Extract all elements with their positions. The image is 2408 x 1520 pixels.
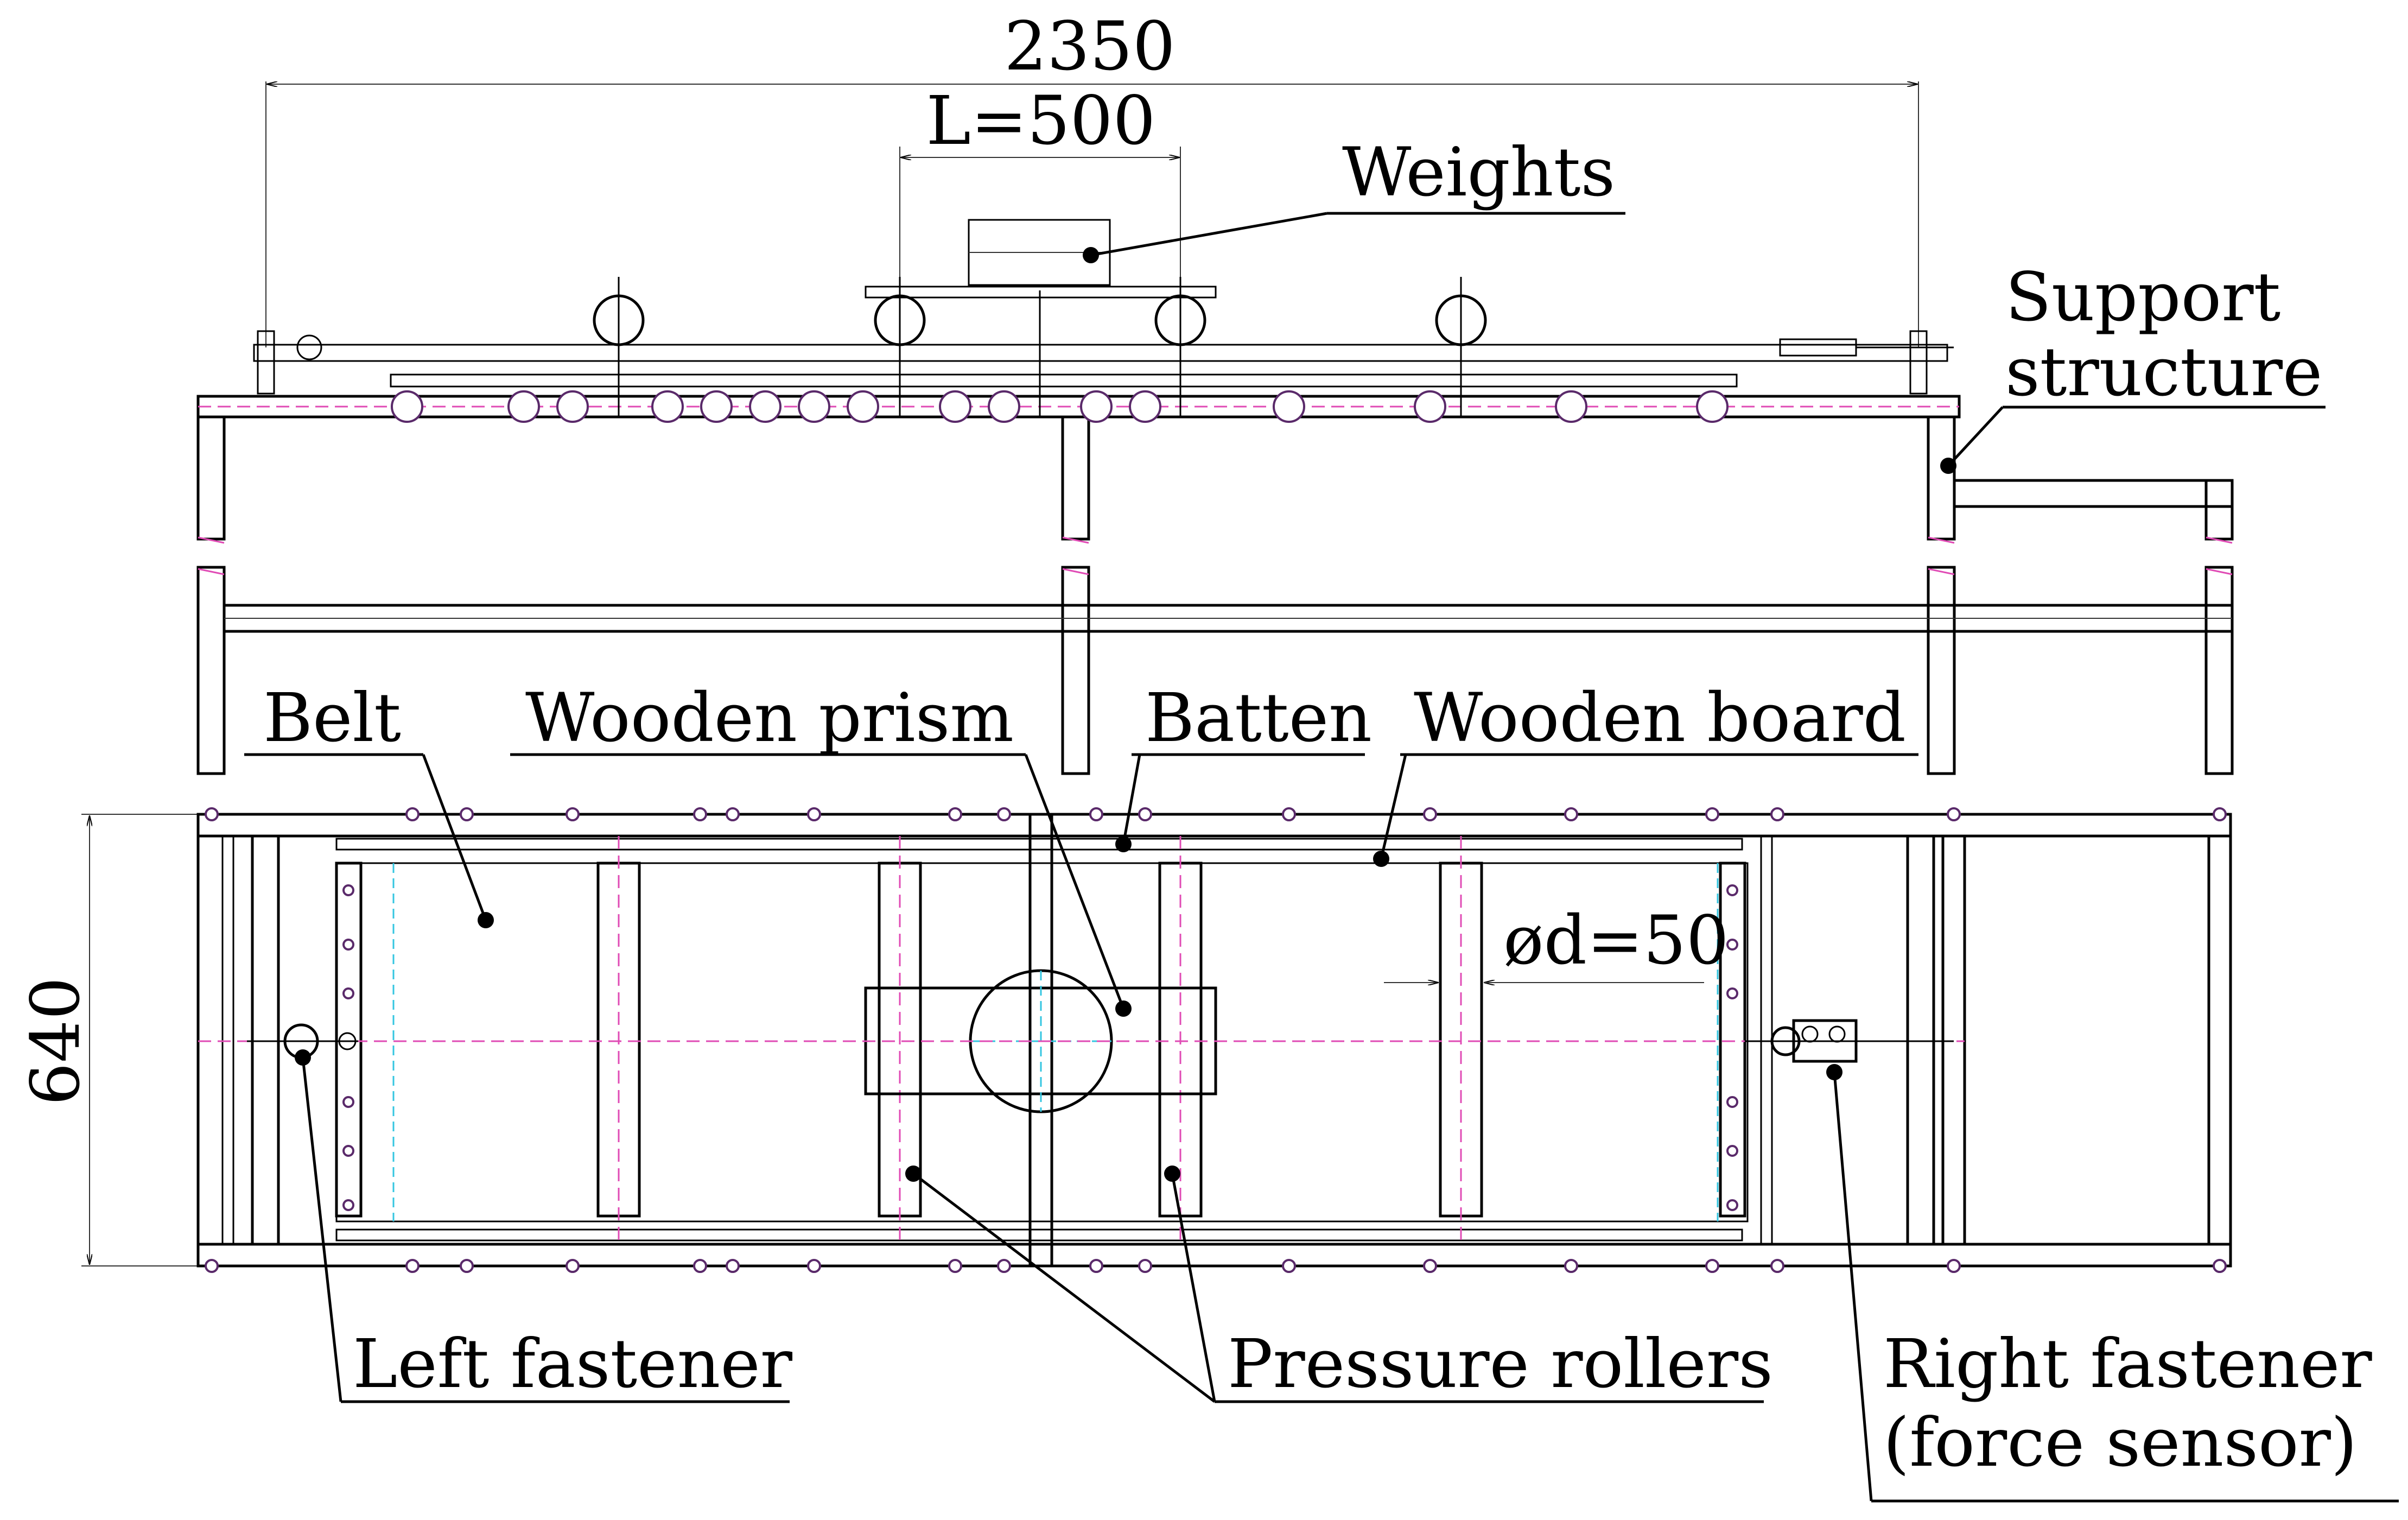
frame-bolt (1564, 1259, 1578, 1273)
side-roller (1080, 390, 1113, 423)
frame-bolt (566, 807, 580, 821)
frame-bolt (460, 807, 474, 821)
belt-bolt (1726, 1199, 1738, 1211)
side-fasteners (257, 330, 1954, 395)
frame-bolt (807, 807, 821, 821)
weights-block (865, 219, 1217, 299)
side-roller (700, 390, 733, 423)
side-roller (1555, 390, 1587, 423)
frame-bolt (1138, 807, 1152, 821)
right-fastener-label-line2: (force sensor) (1883, 1404, 2357, 1482)
side-roller (651, 390, 684, 423)
side-view: 2350 L=500 (196, 8, 2326, 775)
frame-bolt (948, 807, 962, 821)
belt-bolt (342, 1145, 354, 1157)
side-roller (939, 390, 971, 423)
pressure-rollers-plan (596, 836, 1483, 1244)
belt-right-end (1719, 862, 1746, 1218)
frame-bolt (693, 807, 707, 821)
frame-bolt (2213, 1259, 2227, 1273)
support-legs (196, 415, 2234, 775)
belt-bolt (1726, 1145, 1738, 1157)
belt-bolt (342, 1199, 354, 1211)
batten-label: Batten (1145, 679, 1372, 757)
frame-bolt (2213, 807, 2227, 821)
frame-bolt (405, 1259, 420, 1273)
frame-bolt (693, 1259, 707, 1273)
frame-bolt (726, 1259, 740, 1273)
batten-bottom (335, 1228, 1743, 1242)
side-roller (556, 390, 589, 423)
support-structure-label-line2: structure (2005, 333, 2322, 411)
belt-bolt (342, 987, 354, 999)
batten-top (335, 838, 1743, 851)
overall-length-dimension: 2350 (265, 8, 1919, 347)
pressure-rollers-side (593, 277, 1487, 418)
frame-bolt (726, 807, 740, 821)
frame-bolt (1947, 1259, 1961, 1273)
frame-bolt (1089, 807, 1103, 821)
support-structure-label-line1: Support (2005, 258, 2280, 337)
frame-bolt (1770, 1259, 1784, 1273)
frame-bolts (205, 807, 2227, 1273)
side-roller (391, 390, 423, 423)
side-roller (1129, 390, 1161, 423)
belt-bolt (342, 939, 354, 951)
frame-bolt (566, 1259, 580, 1273)
plan-fasteners (247, 1019, 1954, 1063)
side-roller (1414, 390, 1446, 423)
annotations: Belt Wooden prism Batten Wooden board Le… (244, 679, 2399, 1503)
belt-bolt (342, 884, 354, 896)
belt-bolt (1726, 884, 1738, 896)
side-roller (507, 390, 540, 423)
belt-left-end (335, 862, 363, 1218)
plan-view: 640 (17, 807, 2232, 1273)
overall-length-text: 2350 (1004, 8, 1176, 86)
frame-bolt (807, 1259, 821, 1273)
belt-label: Belt (263, 679, 401, 757)
right-fastener-label-line1: Right fastener (1883, 1325, 2372, 1403)
frame-bolt (1423, 807, 1437, 821)
frame-bolt (1705, 1259, 1719, 1273)
frame-bolt (1138, 1259, 1152, 1273)
side-roller (847, 390, 879, 423)
belt-bolt (1726, 987, 1738, 999)
frame-bolt (1770, 807, 1784, 821)
frame-bolt (997, 807, 1011, 821)
frame-bolt (1564, 807, 1578, 821)
load-length-dimension: L=500 (899, 82, 1181, 282)
side-roller (1696, 390, 1729, 423)
wooden-prism-label: Wooden prism (525, 679, 1014, 757)
diameter-text: ød=50 (1503, 902, 1729, 980)
frame-bolt (997, 1259, 1011, 1273)
frame-bolt (460, 1259, 474, 1273)
frame-bolt (205, 1259, 219, 1273)
frame-bolt (1705, 807, 1719, 821)
side-beam (196, 344, 1961, 419)
frame-bolt (405, 807, 420, 821)
side-roller (749, 390, 782, 423)
pressure-rollers-label: Pressure rollers (1228, 1325, 1773, 1403)
wooden-board-label: Wooden board (1414, 679, 1906, 757)
frame-bolt (1423, 1259, 1437, 1273)
frame-bolt (1282, 1259, 1296, 1273)
frame-bolt (1089, 1259, 1103, 1273)
width-dimension: 640 (17, 814, 201, 1266)
belt-bolt (1726, 939, 1738, 951)
belt-bolt (1726, 1096, 1738, 1108)
side-roller (988, 390, 1020, 423)
weights-label: Weights (1342, 134, 1615, 212)
side-rollers (391, 390, 1729, 423)
side-roller (798, 390, 830, 423)
frame-bolt (948, 1259, 962, 1273)
frame-bolt (205, 807, 219, 821)
frame-bolt (1947, 807, 1961, 821)
belt-bolt (342, 1096, 354, 1108)
load-length-text: L=500 (926, 82, 1156, 160)
left-fastener-label: Left fastener (353, 1325, 793, 1403)
width-text: 640 (17, 977, 95, 1106)
frame-bolt (1282, 807, 1296, 821)
side-roller (1273, 390, 1305, 423)
